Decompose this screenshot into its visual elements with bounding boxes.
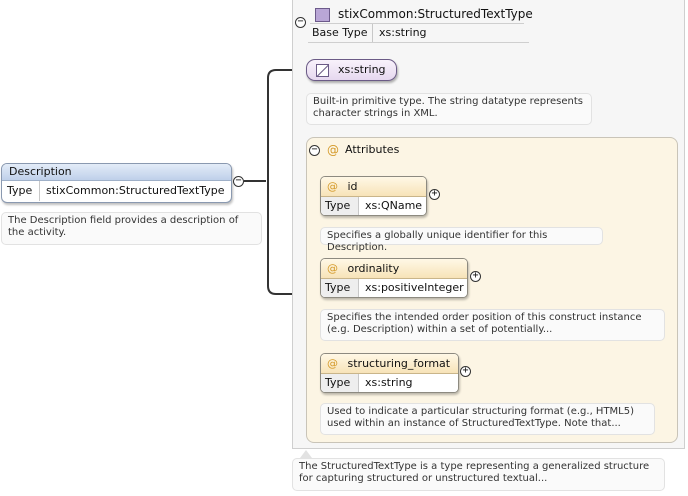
attribute-type-label: Type [321, 279, 359, 297]
base-type-value: xs:string [379, 26, 427, 39]
collapse-attributes-icon[interactable]: − [309, 145, 320, 156]
attribute-type-value: xs:positiveInteger [365, 281, 464, 294]
attribute-structuring-format[interactable]: @ structuring_format Type xs:string [320, 353, 459, 393]
base-type-row: Base Type xs:string [308, 24, 529, 43]
element-documentation: The Description field provides a descrip… [1, 212, 262, 245]
simple-type-documentation: Built-in primitive type. The string data… [306, 93, 592, 125]
attribute-type-value: xs:string [365, 376, 413, 389]
attribute-name: structuring_format [347, 357, 451, 370]
description-element[interactable]: Description Type stixCommon:StructuredTe… [1, 163, 232, 203]
collapse-element-icon[interactable]: − [233, 176, 244, 187]
attribute-type-label: Type [321, 374, 359, 392]
attribute-at-icon: @ [327, 357, 338, 370]
expand-id-icon[interactable]: + [429, 189, 440, 200]
attribute-id[interactable]: @ id Type xs:QName [320, 176, 427, 216]
attribute-name: id [347, 180, 358, 193]
expand-structuring-format-icon[interactable]: + [460, 366, 471, 377]
attribute-name: ordinality [347, 262, 400, 275]
base-type-label: Base Type [308, 24, 373, 42]
expand-ordinality-icon[interactable]: + [470, 271, 481, 282]
element-name: Description [2, 164, 231, 181]
element-type-label: Type [2, 181, 40, 201]
collapse-complex-type-icon[interactable]: − [295, 17, 306, 28]
attributes-at-icon: @ [327, 143, 339, 157]
attribute-id-documentation: Specifies a globally unique identifier f… [320, 227, 603, 253]
doc-pointer [300, 450, 312, 458]
simple-type-node[interactable]: xs:string [306, 59, 397, 81]
attribute-type-label: Type [321, 197, 359, 215]
attribute-ordinality-documentation: Specifies the intended order position of… [320, 309, 665, 341]
complex-type-documentation: The StructuredTextType is a type represe… [292, 458, 665, 491]
attribute-at-icon: @ [327, 180, 338, 193]
attribute-structuring-format-documentation: Used to indicate a particular structurin… [320, 403, 655, 435]
element-type-value: stixCommon:StructuredTextType [46, 184, 225, 197]
attribute-at-icon: @ [327, 262, 338, 275]
attribute-type-value: xs:QName [365, 199, 423, 212]
element-type-row: Type stixCommon:StructuredTextType [2, 181, 231, 201]
complex-type-icon [315, 8, 330, 22]
title-divider [310, 23, 524, 24]
attributes-title: Attributes [345, 143, 400, 156]
attribute-ordinality[interactable]: @ ordinality Type xs:positiveInteger [320, 258, 468, 298]
simple-type-name: xs:string [338, 63, 386, 76]
complex-type-name: stixCommon:StructuredTextType [338, 7, 533, 21]
simple-type-icon [316, 64, 329, 77]
